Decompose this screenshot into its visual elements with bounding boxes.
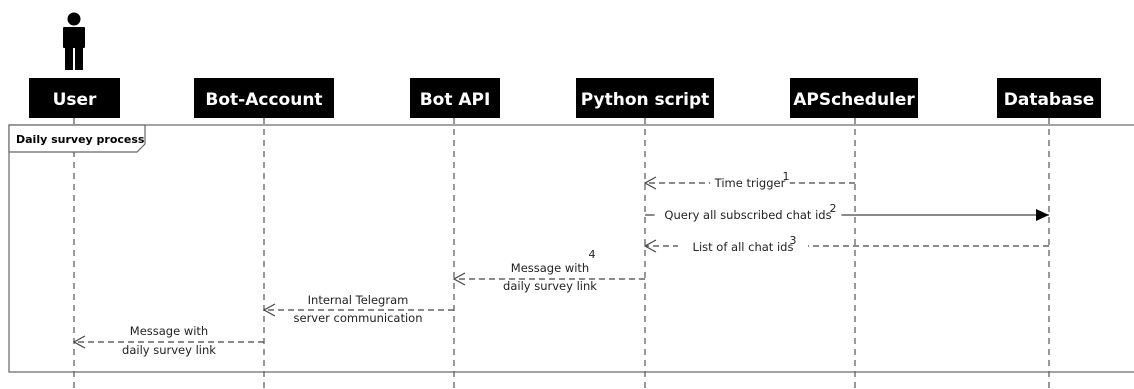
participant-headers: User Bot-Account Bot API Python script APSch… bbox=[29, 78, 1101, 118]
message-number: 2 bbox=[830, 202, 837, 215]
label-background bbox=[113, 344, 225, 357]
participant-label: Python script bbox=[581, 90, 710, 110]
participant-label: Database bbox=[1004, 90, 1094, 110]
participant-label: Bot API bbox=[420, 90, 491, 110]
label-background bbox=[510, 262, 590, 275]
participant-bot-api: Bot API bbox=[410, 78, 500, 118]
message-label: Internal Telegram bbox=[308, 293, 409, 307]
label-background bbox=[293, 312, 423, 325]
label-background bbox=[678, 241, 808, 254]
participant-box bbox=[194, 78, 334, 118]
message-4: Message with daily survey link 4 bbox=[452, 248, 645, 293]
open-arrowhead-icon bbox=[452, 272, 466, 286]
message-label: List of all chat ids bbox=[693, 240, 794, 254]
open-arrowhead-icon bbox=[72, 335, 86, 349]
message-number: 4 bbox=[589, 248, 596, 261]
label-background bbox=[494, 280, 606, 293]
participant-box bbox=[410, 78, 500, 118]
participant-label: Bot-Account bbox=[205, 90, 322, 110]
participant-box bbox=[29, 78, 120, 118]
participant-apscheduler: APScheduler bbox=[790, 78, 918, 118]
message-label: Message with bbox=[511, 261, 589, 275]
message-number: 3 bbox=[790, 234, 797, 247]
participant-box bbox=[576, 78, 714, 118]
participant-box bbox=[790, 78, 918, 118]
label-background bbox=[302, 294, 414, 307]
filled-arrowhead-icon bbox=[1036, 209, 1049, 221]
label-background bbox=[654, 209, 842, 222]
participant-box bbox=[997, 78, 1101, 118]
participant-label: User bbox=[53, 90, 97, 110]
lifelines bbox=[73, 118, 1050, 389]
message-5: Internal Telegram server communication bbox=[262, 293, 454, 325]
message-number: 1 bbox=[783, 170, 790, 183]
open-arrowhead-icon bbox=[643, 176, 657, 190]
frame-label: Daily survey process bbox=[16, 133, 145, 146]
open-arrowhead-icon bbox=[643, 239, 657, 253]
message-label: daily survey link bbox=[122, 343, 216, 357]
participant-bot-account: Bot-Account bbox=[194, 78, 334, 118]
message-label: Time trigger bbox=[714, 176, 786, 190]
actor-icon bbox=[63, 12, 85, 70]
open-arrowhead-icon bbox=[262, 303, 276, 317]
participant-database: Database bbox=[997, 78, 1101, 118]
frame: Daily survey process bbox=[8, 124, 1134, 373]
participant-user: User bbox=[29, 78, 120, 118]
message-label: Message with bbox=[130, 324, 208, 338]
message-label: Query all subscribed chat ids bbox=[664, 208, 831, 222]
label-background bbox=[710, 177, 790, 190]
message-label: server communication bbox=[294, 311, 423, 325]
participant-python-script: Python script bbox=[576, 78, 714, 118]
message-6: Message with daily survey link bbox=[72, 324, 264, 357]
participant-label: APScheduler bbox=[793, 90, 915, 110]
label-background bbox=[129, 325, 209, 338]
message-label: daily survey link bbox=[503, 279, 597, 293]
